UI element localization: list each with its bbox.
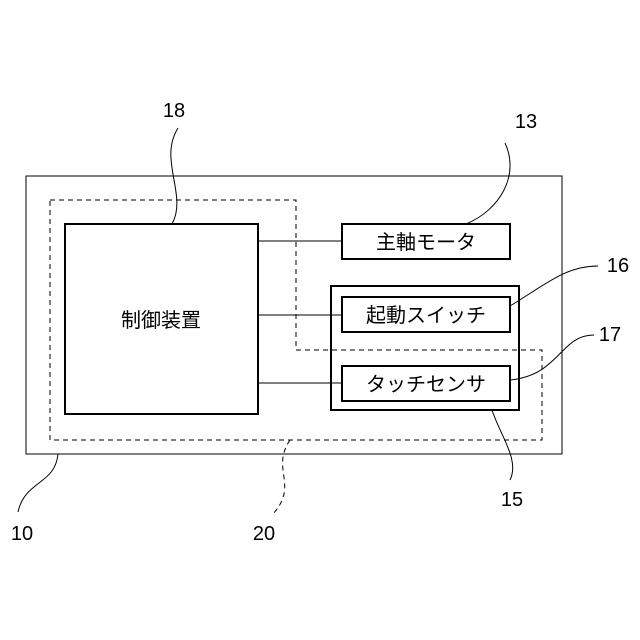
ref-num-20: 20 <box>253 523 275 545</box>
leader-line-20 <box>272 440 290 515</box>
ref-num-16: 16 <box>607 255 629 277</box>
start-switch-label: 起動スイッチ <box>366 303 486 327</box>
leader-line-13 <box>466 143 510 224</box>
ref-num-15: 15 <box>501 489 523 511</box>
ref-num-10: 10 <box>11 523 33 545</box>
leader-line-10 <box>18 454 58 512</box>
ref-num-18: 18 <box>163 100 185 122</box>
leader-line-15 <box>492 410 513 480</box>
controller-label: 制御装置 <box>121 308 201 332</box>
leader-line-17 <box>510 335 594 380</box>
touch-sensor-label: タッチセンサ <box>366 372 486 396</box>
spindle-motor-label: 主軸モータ <box>376 230 476 254</box>
leader-line-16 <box>510 266 598 306</box>
ref-num-17: 17 <box>599 324 621 346</box>
ref-num-13: 13 <box>515 111 537 133</box>
